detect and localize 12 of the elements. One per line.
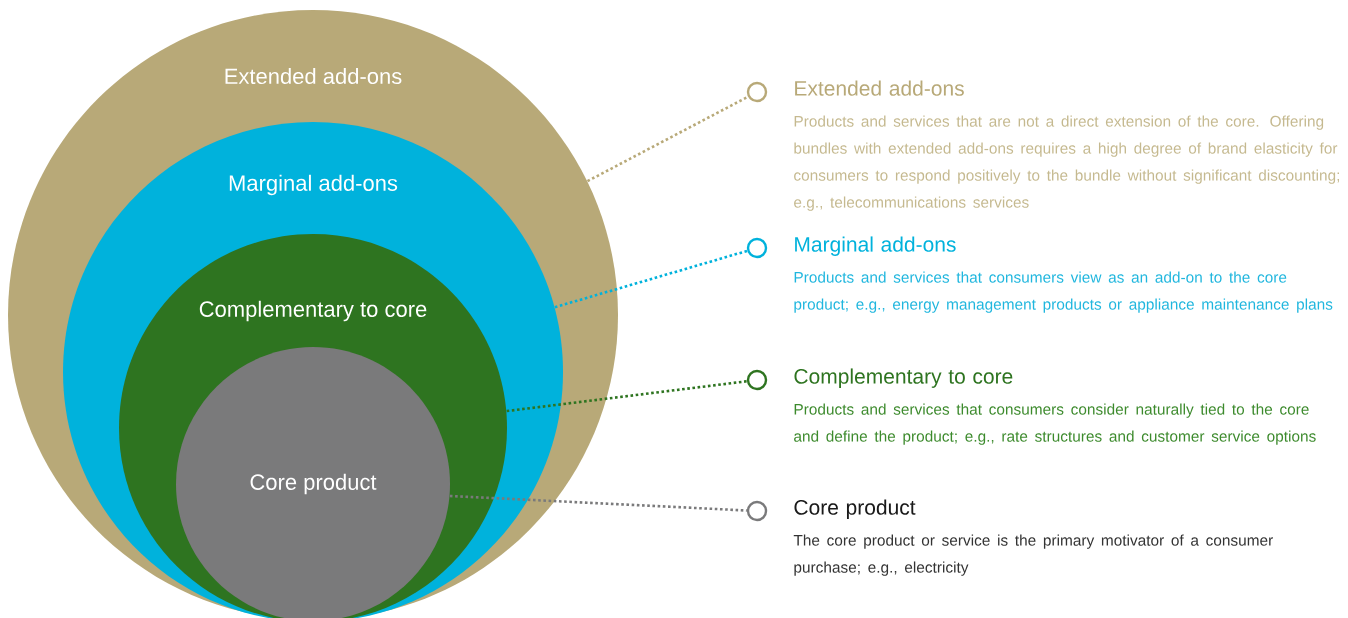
marker-ring	[746, 237, 768, 259]
description-text: Extended add-ons Products and services that are not a direct extension of the core. Offering bundles with extended add-ons requires a high degree of brand elasticity for consumers to respond positively to the bundle without significant discounting; e.g., telecommunications services	[794, 80, 1339, 211]
description-text: Marginal add-ons Products and services that consumers view as an add-on to the core product; e.g., energy management products or appliance maintenance plans	[794, 236, 1333, 313]
dotted-connector	[586, 95, 749, 183]
description-text: Core product The core product or service is the primary motivator of a consumer purchase; e.g., electricity	[793, 499, 1273, 576]
marker-ring	[746, 369, 768, 391]
description-text: Complementary to core Products and services that consumers consider naturally tied to the core and define the product; e.g., rate structures and customer service options	[794, 368, 1316, 445]
dotted-connector	[554, 249, 748, 309]
dotted-connector	[449, 494, 747, 512]
marker-ring	[746, 81, 768, 103]
dotted-connector	[506, 379, 748, 413]
marker-ring	[746, 500, 768, 522]
